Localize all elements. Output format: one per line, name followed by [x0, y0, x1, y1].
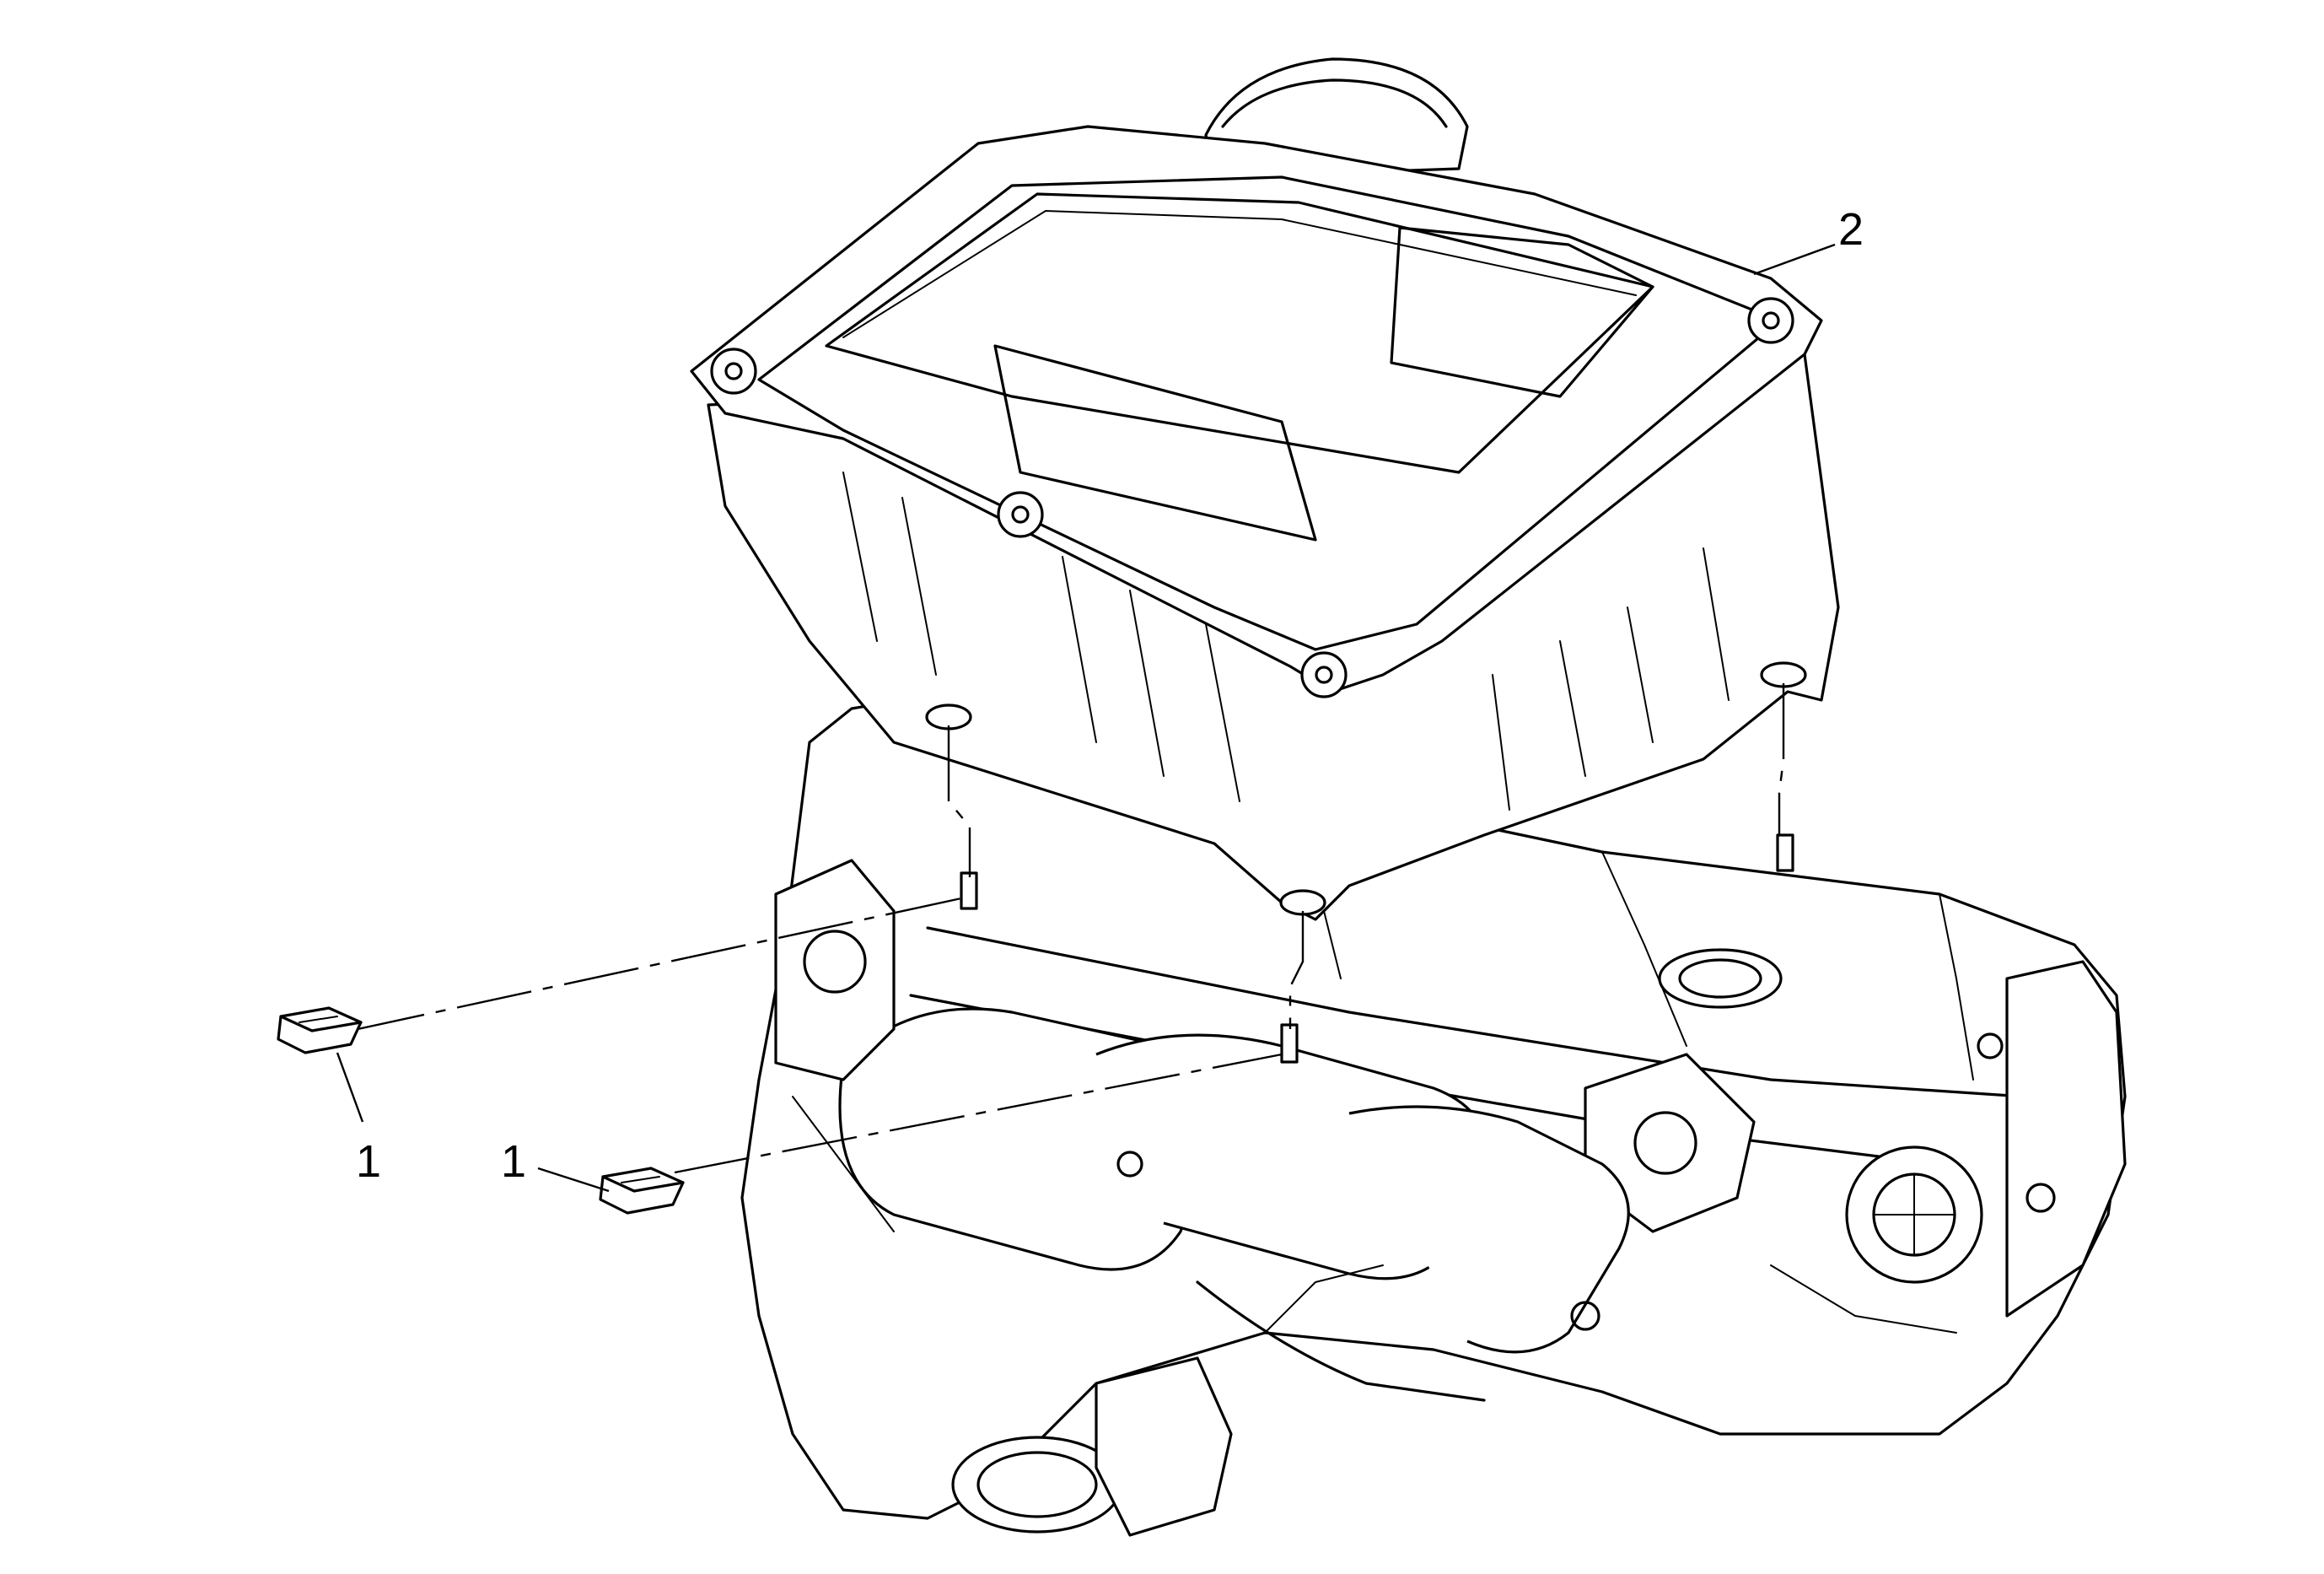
callout-1-left: 1 — [336, 1052, 381, 1187]
retainer-clip-center — [599, 1167, 685, 1215]
callout-label: 2 — [1838, 204, 1864, 255]
engine-cover — [690, 57, 1840, 921]
callout-label: 1 — [501, 1136, 526, 1187]
alignment-dash-lines — [349, 683, 1785, 1174]
callout-2: 2 — [1753, 204, 1864, 276]
callout-1-center: 1 — [501, 1136, 610, 1193]
callout-label: 1 — [356, 1136, 381, 1187]
retainer-clip-left — [277, 1006, 363, 1054]
engine-manifold-assembly — [740, 690, 2127, 1537]
manifold-studs — [960, 833, 1794, 1064]
